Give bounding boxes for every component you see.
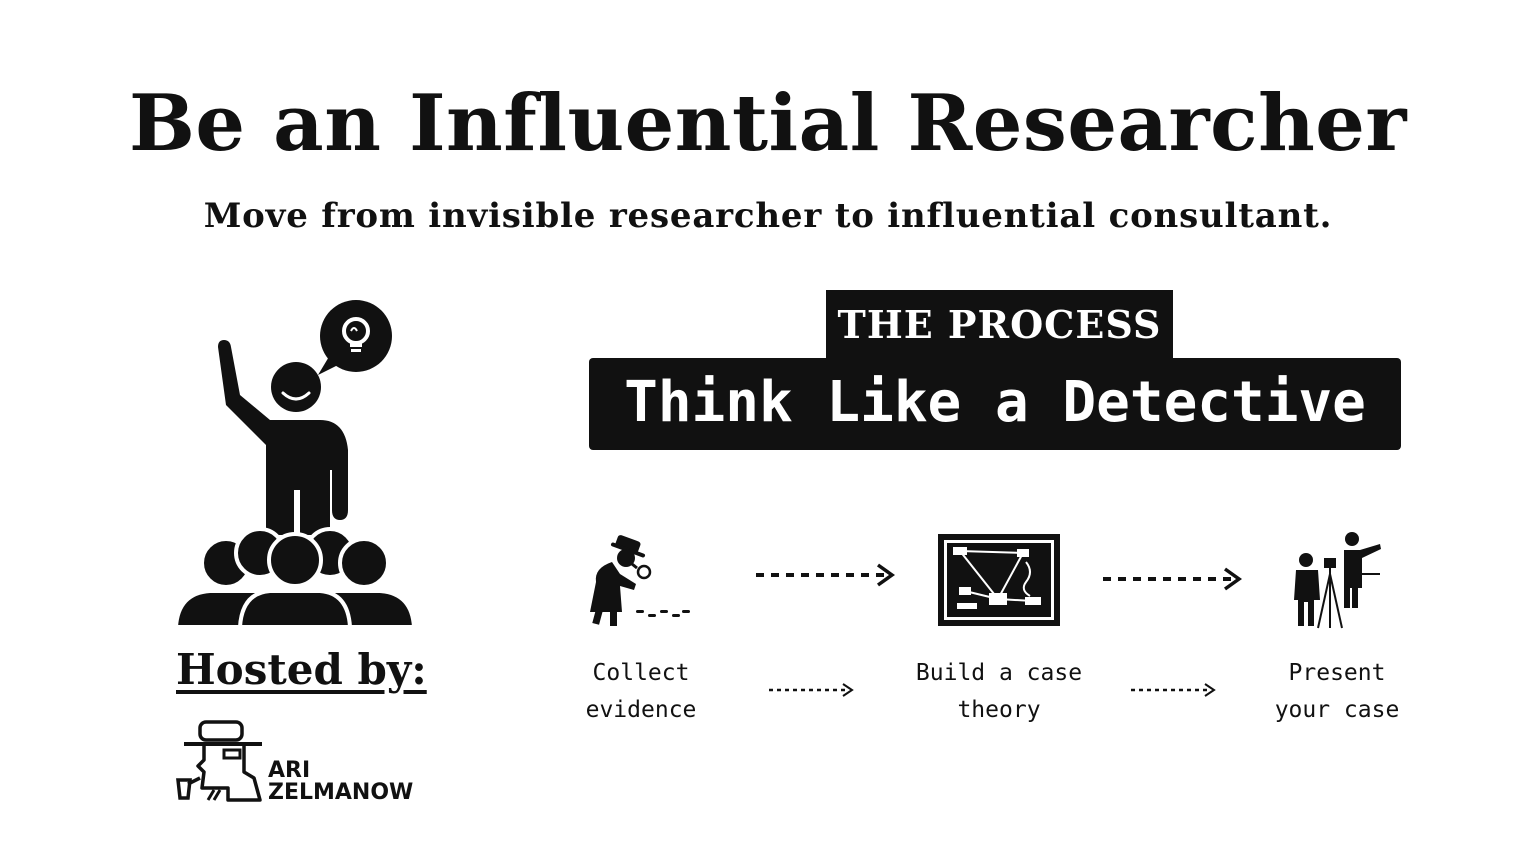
speaker-audience-icon xyxy=(173,300,417,629)
hosted-by-label: Hosted by: xyxy=(176,645,427,694)
detective-footprints-icon xyxy=(590,535,690,626)
page-subtitle: Move from invisible researcher to influe… xyxy=(203,196,1333,236)
small-arrow-icon xyxy=(769,683,854,697)
lightbulb-icon xyxy=(342,317,370,352)
step-label-build: Build a case theory xyxy=(915,660,1083,723)
host-name-line2: ZELMANOW xyxy=(268,780,414,805)
step-label-present: Present your case xyxy=(1274,660,1400,723)
host-name-line1: ARI xyxy=(268,758,311,783)
page-title: Be an Influential Researcher xyxy=(128,78,1408,169)
small-arrow-icon xyxy=(1131,683,1216,697)
step-label-collect: Collect evidence xyxy=(585,660,697,723)
presenter-easel-icon xyxy=(1294,532,1381,629)
arrow-icon xyxy=(1103,567,1243,591)
process-label: THE PROCESS xyxy=(826,290,1173,360)
process-banner: Think Like a Detective xyxy=(589,358,1401,450)
arrow-icon xyxy=(756,563,896,587)
evidence-board-icon xyxy=(938,534,1060,626)
detective-logo-icon xyxy=(176,720,262,802)
host-logo-name: ARI ZELMANOW xyxy=(268,760,413,804)
